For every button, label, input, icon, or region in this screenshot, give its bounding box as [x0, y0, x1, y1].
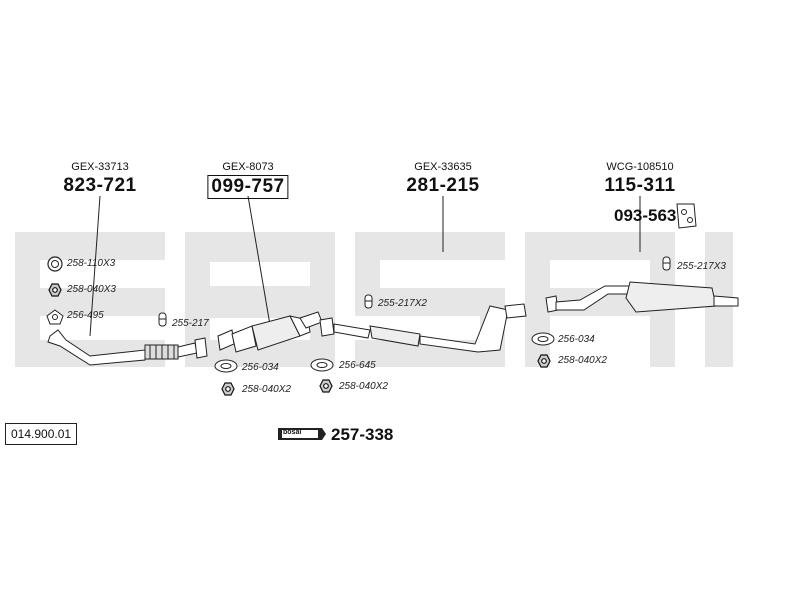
catalog-reference: 014.900.01: [5, 423, 78, 445]
accessory-label: 256-645: [339, 360, 376, 371]
part-number: 099-757: [207, 175, 289, 199]
accessory-label: 258-110X3: [67, 258, 116, 269]
part-number: 281-215: [406, 175, 480, 196]
accessory-label: 258-040X2: [242, 384, 291, 395]
kit-part-number: 257-338: [331, 425, 394, 444]
accessory-label: 255-217: [172, 318, 209, 329]
rear-silencer-115-311: [545, 281, 739, 313]
catalytic-converter-099-757: [217, 311, 323, 353]
kit-brand: bosal: [283, 429, 302, 436]
accessory-label: 256-034: [558, 334, 595, 345]
flange-gasket-icon: [46, 309, 555, 373]
bosal-kit-badge: [278, 428, 326, 440]
part-number: 823-721: [63, 175, 137, 196]
front-pipe-823-721: [47, 329, 208, 366]
part-number: 115-311: [604, 175, 676, 196]
bracket-part-number: 093-563: [614, 206, 677, 225]
hanger-icon: [158, 256, 671, 327]
part-oem-code: WCG-108510: [606, 161, 674, 173]
mounting-bracket-icon: [676, 203, 697, 229]
accessory-label: 256-034: [242, 362, 279, 373]
nut-icon: [48, 283, 551, 396]
accessory-label: 258-040X2: [339, 381, 388, 392]
part-oem-code: GEX-33635: [414, 161, 472, 173]
accessory-label: 256-495: [67, 310, 104, 321]
accessory-label: 255-217X3: [677, 261, 726, 272]
middle-pipe-281-215: [319, 303, 527, 353]
accessory-label: 258-040X2: [558, 355, 607, 366]
part-oem-code: GEX-8073: [222, 161, 274, 173]
accessory-label: 255-217X2: [378, 298, 427, 309]
leader-lines: [89, 195, 641, 337]
accessory-label: 258-040X3: [67, 284, 116, 295]
ring-gasket-icon: [47, 256, 63, 272]
part-oem-code: GEX-33713: [71, 161, 129, 173]
